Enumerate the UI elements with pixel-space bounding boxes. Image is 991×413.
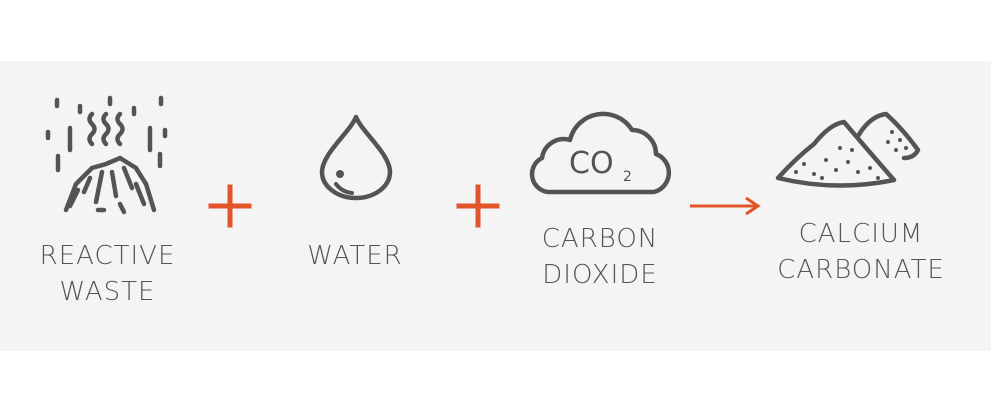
- label-line: CALCIUM: [798, 219, 924, 249]
- label-line: CARBONATE: [777, 255, 945, 285]
- water-drop-icon: [319, 114, 393, 201]
- powder-piles-icon: [775, 111, 921, 188]
- cloud-co-text: CO: [569, 146, 614, 181]
- plus-sign: [208, 184, 252, 228]
- calcium-carbonate-label: CALCIUM CARBONATE: [766, 216, 956, 288]
- carbon-dioxide-label: CARBON DIOXIDE: [520, 221, 680, 293]
- cloud-subscript-text: 2: [623, 169, 632, 185]
- reactive-waste-label: REACTIVE WASTE: [20, 238, 195, 310]
- label-line: WATER: [307, 241, 403, 271]
- water-label: WATER: [290, 238, 420, 274]
- label-line: DIOXIDE: [542, 260, 658, 290]
- co2-cloud-icon: CO 2: [529, 111, 672, 195]
- label-line: WASTE: [59, 277, 156, 307]
- reactive-waste-icon: [45, 95, 168, 215]
- yields-arrow: [690, 196, 761, 216]
- label-line: REACTIVE: [39, 241, 176, 271]
- label-line: CARBON: [541, 224, 659, 254]
- plus-sign: [456, 184, 500, 228]
